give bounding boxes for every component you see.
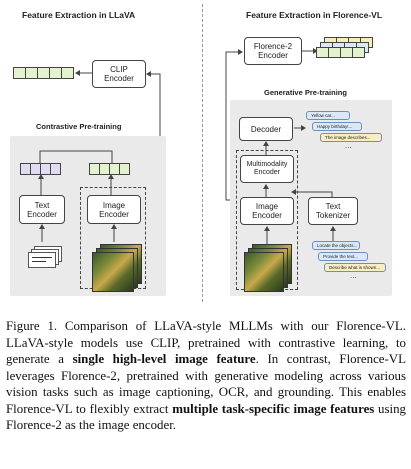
output-caption-3: The image describes... [320,133,382,142]
prompt-3: Describe what is shown... [324,263,386,272]
text-tokenizer-box: Text Tokenizer [308,197,358,225]
florence-encoder-label: Florence-2 Encoder [253,42,293,60]
output-more-dots: ... [345,141,352,150]
prompt-3-text: Describe what is shown... [329,265,381,270]
arrows-encoders-to-tokens [38,174,114,195]
image-feature-tokens [89,163,133,175]
florence-encoder-box: Florence-2 Encoder [244,37,302,65]
output-caption-2-text: Happy birthday!... [317,124,353,129]
prompt-1-text: Locate the objects... [317,243,358,248]
text-tokenizer-label: Text Tokenizer [315,202,351,220]
prompt-2-text: Provide the text... [323,254,359,259]
prompt-more-dots: ... [350,271,357,280]
image-input-1 [92,252,134,292]
clip-encoder-box: CLIP Encoder [92,60,146,88]
caption-bold-2: multiple task-specific image features [172,401,375,416]
prompt-1: Locate the objects... [312,241,360,250]
arrows-inputs-to-right-encoders [264,226,336,244]
decoder-label: Decoder [250,124,282,134]
right-image-input-1 [244,252,284,292]
generative-title: Generative Pre-training [264,88,347,97]
multimodality-encoder-box: Multimodality Encoder [240,155,294,183]
caption-part-3: using Florence-2 as the image encoder. [6,401,406,433]
arrow-decoder-to-outputs [294,125,306,131]
output-caption-1: Yellow car... [306,111,350,120]
left-text-encoder-label: Text Encoder [27,200,57,219]
left-image-encoder-label: Image Encoder [99,200,129,219]
contrastive-bracket [39,150,113,163]
left-image-encoder-box: Image Encoder [87,195,141,224]
decoder-box: Decoder [239,117,293,141]
left-text-encoder-box: Text Encoder [19,195,65,224]
clip-encoder-label: CLIP Encoder [104,65,134,83]
llava-panel-title: Feature Extraction in LLaVA [22,10,136,20]
clip-feature-tokens [13,67,75,79]
multimodality-encoder-label: Multimodality Encoder [246,161,288,176]
florence-feature-tokens-front [316,47,368,58]
arrow-clip-to-tokens [75,70,92,76]
caption-bold-1: single high-level image feature [72,352,256,366]
text-feature-tokens [20,163,64,175]
arrow-multimodality-to-decoder [263,141,269,155]
contrastive-title: Contrastive Pre-training [36,122,122,131]
florence-panel-title: Feature Extraction in Florence-VL [246,10,383,20]
caption-part-2: . In contrast, Florence-VL leverages Flo… [6,352,406,416]
text-input-card-1 [28,252,56,268]
figure-caption: Figure 1. Comparison of LLaVA-style MLLM… [6,318,406,434]
right-image-encoder-label: Image Encoder [252,202,282,220]
output-caption-3-text: The image describes... [325,135,371,140]
panel-divider [202,4,203,302]
arrow-florence-to-features [302,48,318,54]
right-image-encoder-box: Image Encoder [240,197,294,225]
arrows-inputs-to-encoders [39,224,117,242]
output-caption-1-text: Yellow car... [311,113,335,118]
output-caption-2: Happy birthday!... [312,122,362,131]
caption-part-1: Figure 1. Comparison of LLaVA-style MLLM… [6,319,406,366]
prompt-2: Provide the text... [318,252,368,261]
